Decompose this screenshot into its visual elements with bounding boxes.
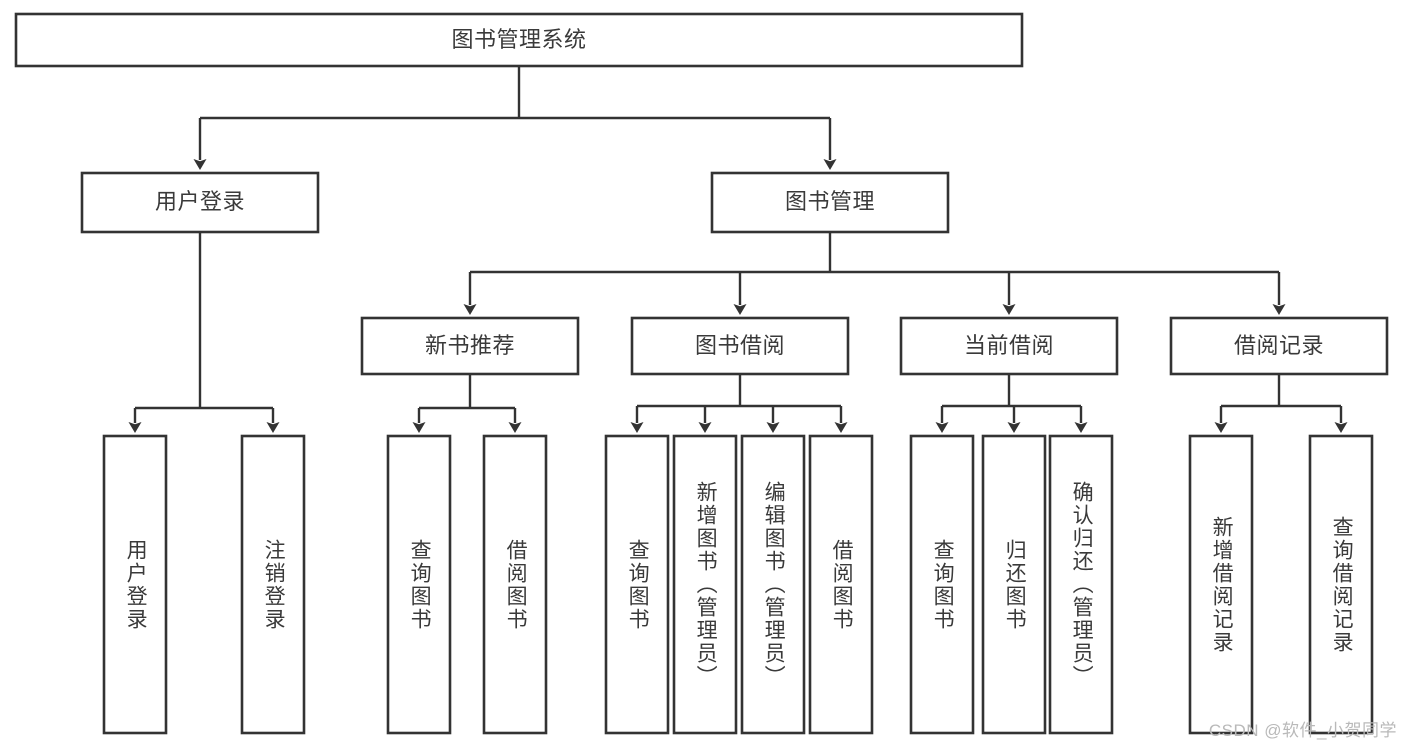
node-leaf-confirm-return <box>1048 434 1114 735</box>
node-leaf-borrow-book-2 <box>808 434 874 735</box>
node-leaf-query-book-2 <box>604 434 670 735</box>
node-leaf-query-record <box>1308 434 1374 735</box>
node-book-manage <box>710 171 950 234</box>
node-leaf-return-book <box>981 434 1047 735</box>
node-leaf-borrow-book-1 <box>482 434 548 735</box>
node-leaf-query-book-1 <box>386 434 452 735</box>
csdn-watermark: CSDN @软件_小贺同学 <box>1208 721 1397 740</box>
node-root <box>14 12 1024 68</box>
node-leaf-add-book <box>672 434 738 735</box>
node-leaf-query-book-3 <box>909 434 975 735</box>
node-user-login <box>80 171 320 234</box>
node-book-borrow <box>630 316 850 376</box>
node-leaf-add-record <box>1188 434 1254 735</box>
node-leaf-user-logout <box>240 434 306 735</box>
node-current-borrow <box>899 316 1119 376</box>
node-borrow-record <box>1169 316 1389 376</box>
node-leaf-user-login <box>102 434 168 735</box>
node-new-book-rec <box>360 316 580 376</box>
node-leaf-edit-book <box>740 434 806 735</box>
